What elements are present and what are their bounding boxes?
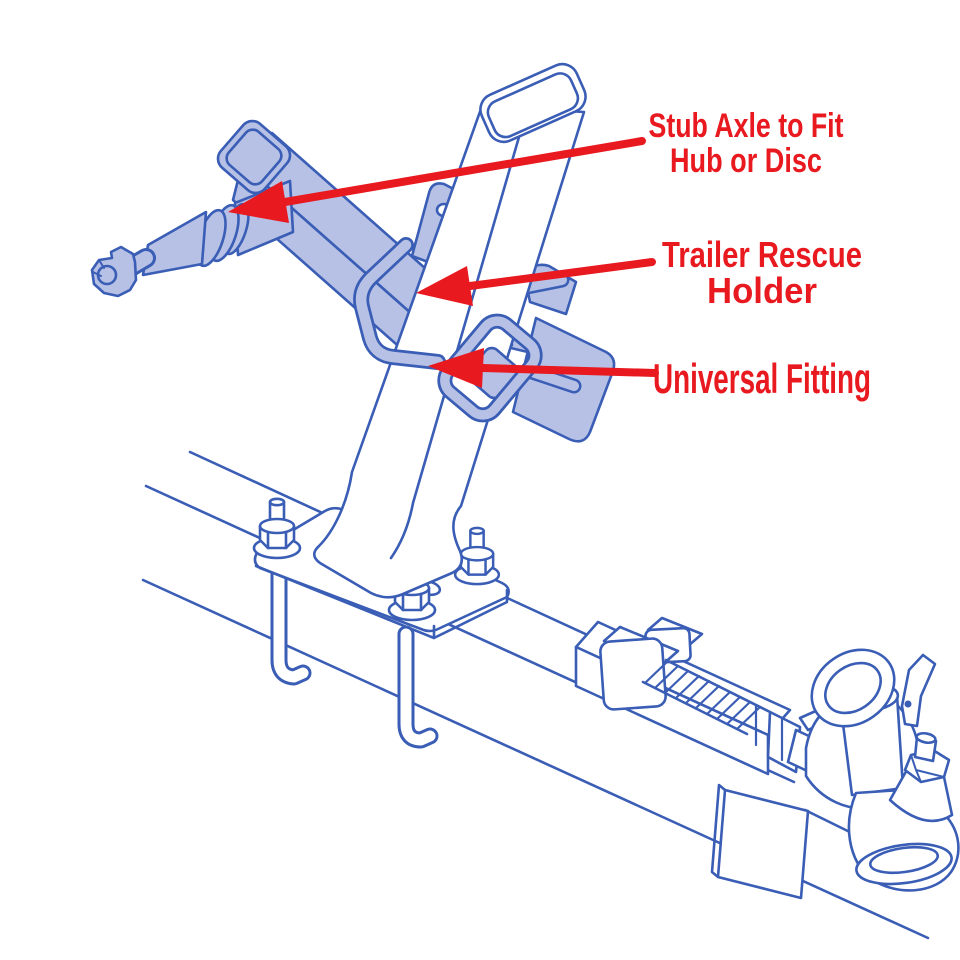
stub-axle-spindle [90,179,295,298]
universal-fitting-band [437,313,543,423]
coupling-cone [888,766,954,823]
hitch-coupling [804,648,960,892]
drawbar-end-plate [710,783,810,900]
label-universal-fitting: Universal Fitting [653,355,871,402]
arrow-universal-fitting [428,348,659,388]
overrun-damper [574,616,828,778]
annotation-arrows [228,137,659,388]
annotation-labels: Stub Axle to Fit Hub or Disc Trailer Res… [649,107,872,402]
label-stub-axle-line1: Stub Axle to Fit [649,107,844,145]
support-post [312,62,587,599]
arrow-trailer-rescue-holder [416,258,656,306]
post-top-cap [479,62,587,144]
spindle-cone [141,210,208,277]
label-stub-axle-line2: Hub or Disc [670,142,822,180]
release-lever [900,653,937,728]
label-holder-line2: Holder [707,270,817,311]
holder-u-bolt-band [353,237,446,370]
arrow-stub-axle [228,137,646,223]
label-holder-line1: Trailer Rescue [662,234,862,275]
plate-u-bolt-legs [270,539,439,749]
